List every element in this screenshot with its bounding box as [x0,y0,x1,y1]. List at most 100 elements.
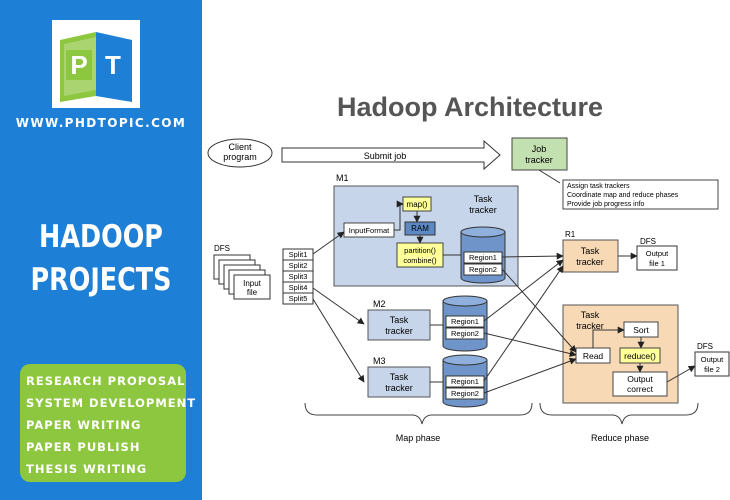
client-line-2: program [223,152,257,162]
logo-letter-p: P [70,50,87,80]
m2-task-line-1: Task [390,315,409,325]
split-1: Split1 [289,250,308,259]
arrow-read-to-sort [592,326,625,348]
input-format-label: InputFormat [349,226,390,235]
sidebar: P T WWW.PHDTOPIC.COM HADOOP PROJECTS RES… [0,0,202,500]
m1-label: M1 [336,173,349,183]
split-5: Split5 [289,294,308,303]
r1-task-line-2: tracker [576,257,604,267]
ram-box: RAM [404,221,436,236]
split-2: Split2 [289,261,308,270]
projects-heading: HADOOP PROJECTS [18,216,184,302]
input-file-line-2: file [247,288,258,297]
splits-column: Split1 Split2 Split3 Split4 Split5 [282,248,314,305]
r2-task-line-2: tracker [576,321,604,331]
partition-box: partition() combine() [396,242,444,268]
client-line-1: Client [228,142,252,152]
arrow-split-to-m3 [312,298,365,383]
note-assign: Assign task trackers [567,183,630,190]
services-list: RESEARCH PROPOSAL SYSTEM DEVELOPMENT PAP… [20,364,195,482]
m3-task-line-1: Task [390,372,409,382]
map-phase-label: Map phase [396,433,441,443]
service-paper-publish: PAPER PUBLISH [26,440,141,454]
m3-task-tracker: Task tracker [367,366,431,398]
m2-region2: Region2 [451,329,479,338]
m1-disk-icon: Region1 Region2 [460,226,506,284]
output-file-2: Output file 2 [694,351,730,377]
m3-label: M3 [373,356,386,366]
output1-line-2: file 1 [649,259,665,268]
map-function-box: map() [402,196,432,212]
arrow-output-to-file2 [666,365,696,383]
heading-line-1: HADOOP [39,219,163,255]
partition-label: partition() [404,246,436,255]
output-correct-line-2: correct [627,384,654,394]
arrow-m1r2-to-read [501,268,577,353]
reduce-phase-brace [539,402,699,425]
read-label: Read [583,351,604,361]
phdtopic-logo[interactable]: P T [52,20,140,108]
m1-region1: Region1 [469,253,497,262]
arrow-m3r1-to-r1 [483,265,564,382]
combine-label: combine() [403,256,437,265]
input-file-line-1: Input [243,279,262,288]
m2-task-line-2: tracker [385,326,413,336]
m2-label: M2 [373,299,386,309]
output-file-1: Output file 1 [636,245,678,271]
output2-line-2: file 2 [704,365,720,374]
m1-task-line-2: tracker [469,205,497,215]
m2-disk-icon: Region1 Region2 [442,295,488,352]
m2-region1: Region1 [451,317,479,326]
sort-label: Sort [633,325,649,335]
m3-region2: Region2 [451,389,479,398]
read-box: Read [575,347,611,364]
job-tracker-notes: Assign task trackers Coordinate map and … [562,179,719,210]
arrow-input-to-map [394,200,404,231]
logo-letter-t: T [105,50,121,80]
arrow-m3r2-to-read [483,357,577,394]
r1-task-line-1: Task [581,246,600,256]
arrow-m1r1-to-r1 [501,252,564,260]
split-4: Split4 [289,283,308,292]
arrow-m2r1-to-r1 [483,259,564,322]
output-correct-line-1: Output [627,374,653,384]
m3-region1: Region1 [451,377,479,386]
service-thesis-writing: THESIS WRITING [26,462,148,476]
page-title: Hadoop Architecture [336,92,604,122]
website-link[interactable]: WWW.PHDTOPIC.COM [15,116,187,130]
job-tracker-line-1: Job [532,144,547,154]
m2-task-tracker: Task tracker [367,309,431,341]
m1-region2: Region2 [469,265,497,274]
submit-job-label: Submit job [364,151,407,161]
service-research-proposal: RESEARCH PROPOSAL [26,374,186,388]
service-system-development: SYSTEM DEVELOPMENT [26,396,197,410]
sort-box: Sort [623,321,659,338]
ram-label: RAM [411,224,429,233]
job-tracker-line-2: tracker [525,155,553,165]
reduce-label: reduce() [624,351,656,361]
input-format-box: InputFormat [343,222,395,238]
arrow-split-to-m1 [312,231,345,255]
job-tracker-connector [538,169,561,184]
client-program: Client program [207,138,273,168]
submit-job-arrow: Submit job [281,139,501,171]
map-label: map() [407,200,428,209]
dfs-input-label: DFS [214,244,230,253]
reduce-function-box: reduce() [619,347,661,364]
job-tracker: Job tracker [511,137,568,171]
output1-line-1: Output [646,249,669,258]
input-file-stack: Input file [213,254,271,300]
r1-task-tracker: Task tracker [562,239,619,273]
reduce-phase-label: Reduce phase [591,433,649,443]
dfs-output1-label: DFS [640,237,656,246]
m3-disk-icon: Region1 Region2 [442,354,488,408]
note-progress: Provide job progress info [567,201,645,208]
arrow-split-to-m2 [312,287,365,325]
dfs-output2-label: DFS [697,342,713,351]
m3-task-line-2: tracker [385,383,413,393]
arrow-m2r2-to-read [483,332,577,357]
split-3: Split3 [289,272,308,281]
r1-label: R1 [565,230,576,239]
m1-task-line-1: Task [474,194,493,204]
